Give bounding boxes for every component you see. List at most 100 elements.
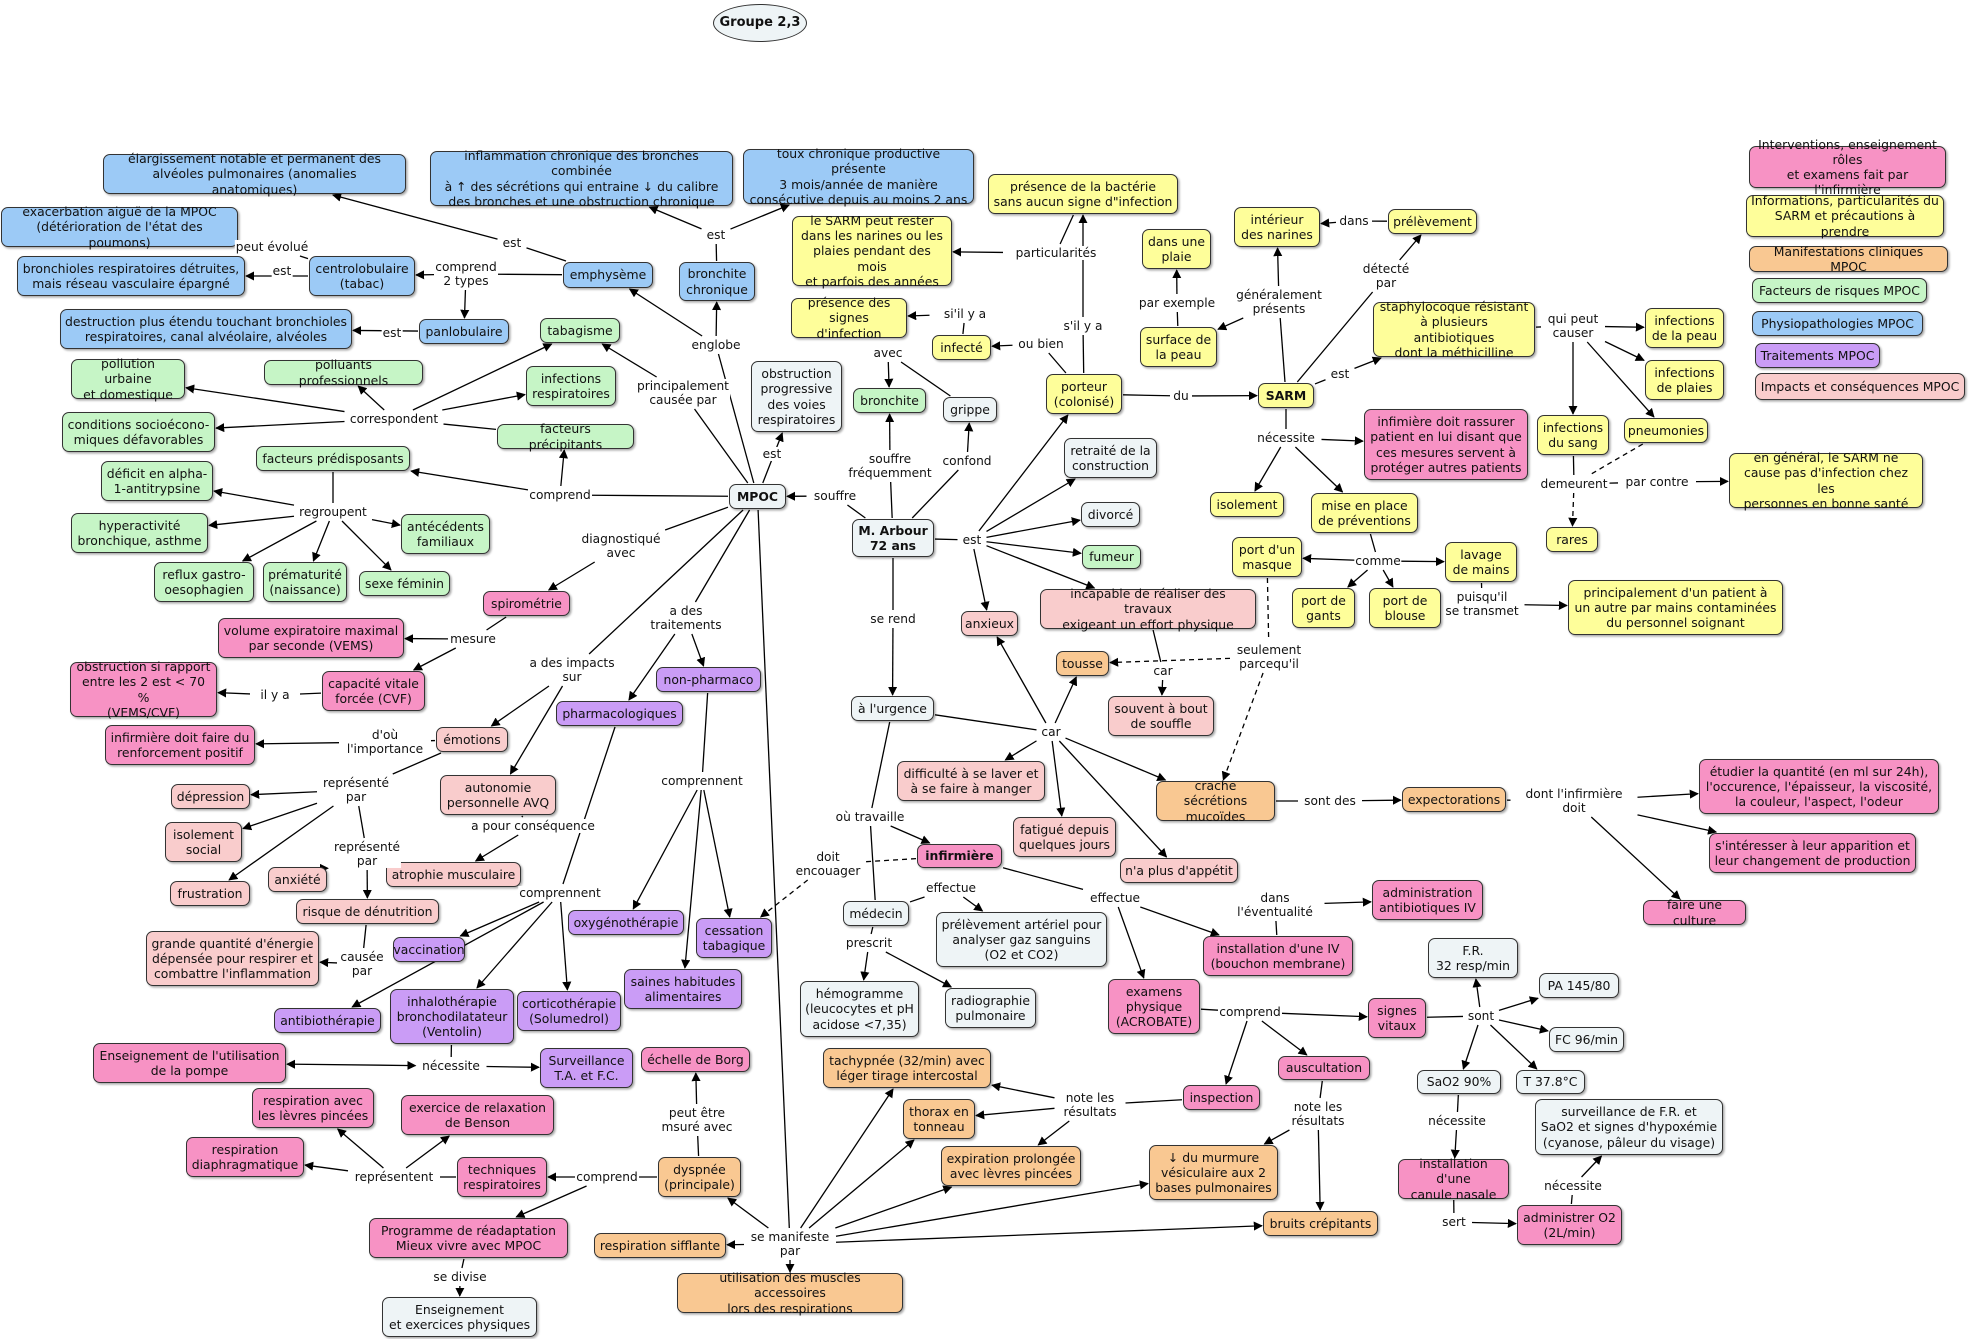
node-panlobulaire[interactable]: panlobulaire: [419, 319, 509, 344]
node-programme[interactable]: Programme de réadaptation Mieux vivre av…: [369, 1218, 568, 1258]
node-elargissement[interactable]: élargissement notable et permanent des a…: [103, 151, 406, 197]
node-obstruction-rapport[interactable]: obstruction si rapport entre les 2 est <…: [70, 659, 217, 720]
node-medecin[interactable]: médecin: [843, 901, 909, 926]
node-reflux[interactable]: reflux gastro- oesophagien: [154, 562, 254, 602]
node-mise-en-place[interactable]: mise en place de préventions: [1311, 493, 1418, 533]
node-deficit[interactable]: déficit en alpha- 1-antitrypsine: [101, 461, 213, 501]
node-anxiete[interactable]: anxiété: [268, 867, 327, 892]
node-exacerbation[interactable]: exacerbation aiguë de la MPOC (détériora…: [1, 204, 238, 250]
node-culture[interactable]: faire une culture: [1643, 897, 1746, 928]
node-isolement[interactable]: isolement: [1210, 492, 1284, 517]
node-enseignement-ex[interactable]: Enseignement et exercices physiques: [382, 1297, 537, 1337]
node-auscultation[interactable]: auscultation: [1278, 1056, 1370, 1080]
node-toux[interactable]: toux chronique productive présente 3 moi…: [743, 146, 974, 207]
node-emphyseme[interactable]: emphysème: [563, 262, 653, 288]
node-inf-peau[interactable]: infections de la peau: [1645, 308, 1724, 348]
node-fr[interactable]: F.R. 32 resp/min: [1428, 938, 1518, 978]
node-leg7[interactable]: Impacts et conséquences MPOC: [1755, 373, 1965, 400]
node-pneumonies[interactable]: pneumonies: [1624, 418, 1708, 443]
node-infections-resp[interactable]: infections respiratoires: [526, 366, 616, 406]
node-admin-antibio[interactable]: administration antibiotiques IV: [1372, 880, 1483, 920]
node-hemogramme[interactable]: hémogramme (leucocytes et pH acidose <7,…: [800, 981, 919, 1037]
node-fatigue[interactable]: fatigué depuis quelques jours: [1013, 817, 1116, 857]
node-pa[interactable]: PA 145/80: [1539, 973, 1619, 998]
node-leg3[interactable]: Manifestations cliniques MPOC: [1749, 244, 1948, 274]
node-staphylo[interactable]: staphylocoque résistant à plusieurs anti…: [1373, 299, 1535, 360]
node-surveillance-ta[interactable]: Surveillance T.A. et F.C.: [540, 1048, 633, 1088]
node-oxygeno[interactable]: oxygénothérapie: [568, 910, 684, 935]
node-expiration[interactable]: expiration prolongée avec lèvres pincées: [941, 1146, 1081, 1186]
node-nappetit[interactable]: n'a plus d'appétit: [1120, 858, 1238, 883]
node-pollution[interactable]: pollution urbaine et domestique: [71, 356, 185, 402]
node-retraite[interactable]: retraité de la construction: [1064, 438, 1157, 478]
node-antecedents[interactable]: antécédents familiaux: [401, 514, 490, 554]
node-prelevement-art[interactable]: prélèvement artériel pour analyser gaz s…: [936, 912, 1107, 967]
node-t[interactable]: T 37.8°C: [1516, 1070, 1585, 1094]
node-obstruction-prog[interactable]: obstruction progressive des voies respir…: [751, 361, 842, 432]
node-principalement[interactable]: principalement d'un patient à un autre p…: [1568, 580, 1783, 635]
node-expectorations[interactable]: expectorations: [1402, 787, 1506, 812]
node-techniques[interactable]: techniques respiratoires: [457, 1157, 547, 1197]
node-lavage[interactable]: lavage de mains: [1445, 542, 1517, 582]
node-echelle-borg[interactable]: échelle de Borg: [641, 1047, 750, 1072]
node-leg4[interactable]: Facteurs de risques MPOC: [1752, 278, 1927, 303]
node-exercice-benson[interactable]: exercice de relaxation de Benson: [401, 1095, 554, 1135]
node-etudier[interactable]: étudier la quantité (en ml sur 24h), l'o…: [1699, 759, 1939, 814]
node-pharmaco[interactable]: pharmacologiques: [556, 701, 683, 726]
node-inflammation[interactable]: inflammation chronique des bronches comb…: [430, 148, 733, 209]
node-dans-plaie[interactable]: dans une plaie: [1142, 229, 1211, 269]
node-incapable[interactable]: incapable de réaliser des travaux exigea…: [1040, 586, 1256, 632]
node-admin-o2[interactable]: administrer O2 (2L/min): [1517, 1205, 1622, 1245]
node-conditions[interactable]: conditions socioécono- miques défavorabl…: [62, 412, 215, 452]
node-installation-iv[interactable]: installation d'une IV (bouchon membrane): [1203, 936, 1353, 976]
node-thorax[interactable]: thorax en tonneau: [903, 1099, 975, 1139]
node-infirmiere-rassurer[interactable]: infimière doit rassurer patient en lui d…: [1364, 409, 1528, 480]
node-signes-vitaux[interactable]: signes vitaux: [1368, 998, 1426, 1038]
node-sarm-narines[interactable]: le SARM peut rester dans les narines ou …: [792, 213, 952, 289]
node-surveillance-fr[interactable]: surveillance de F.R. et SaO2 et signes d…: [1535, 1099, 1723, 1155]
node-fumeur[interactable]: fumeur: [1082, 545, 1141, 569]
node-isolement-social[interactable]: isolement social: [165, 822, 242, 862]
node-crache[interactable]: crache sécrétions mucoïdes: [1156, 778, 1275, 824]
node-title[interactable]: Groupe 2,3: [713, 4, 807, 42]
node-bronchite-chr[interactable]: bronchite chronique: [679, 262, 755, 301]
node-precipitants[interactable]: facteurs précipitants: [497, 421, 634, 452]
node-dyspnee[interactable]: dyspnée (principale): [658, 1157, 741, 1197]
node-frustration[interactable]: frustration: [170, 881, 250, 906]
node-muscles[interactable]: utilisation des muscles accessoires lors…: [677, 1270, 903, 1316]
node-risque-denut[interactable]: risque de dénutrition: [296, 899, 439, 924]
node-urgence[interactable]: à l'urgence: [851, 696, 934, 721]
node-tabagisme[interactable]: tabagisme: [540, 318, 620, 343]
node-emotions[interactable]: émotions: [436, 727, 508, 752]
node-interieur[interactable]: intérieur des narines: [1234, 207, 1320, 247]
node-prematurite[interactable]: prématurité (naissance): [263, 562, 347, 602]
node-prelevement[interactable]: prélèvement: [1388, 209, 1477, 234]
node-presence-signes[interactable]: présence des signes d'infection: [791, 295, 907, 341]
node-vems[interactable]: volume expiratoire maximal par seconde (…: [218, 618, 404, 658]
node-grippe[interactable]: grippe: [943, 397, 997, 422]
node-antibiotherapie[interactable]: antibiothérapie: [274, 1008, 381, 1033]
node-port-masque[interactable]: port d'un masque: [1232, 537, 1302, 577]
node-nonpharmaco[interactable]: non-pharmaco: [656, 667, 761, 692]
node-rares[interactable]: rares: [1546, 527, 1598, 552]
node-bronchioles[interactable]: bronchioles respiratoires détruites, mai…: [17, 256, 245, 296]
node-infecte[interactable]: infecté: [932, 335, 991, 360]
node-crepitants[interactable]: bruits crépitants: [1263, 1211, 1378, 1236]
node-porteur[interactable]: porteur (colonisé): [1046, 374, 1122, 414]
node-hyperactivite[interactable]: hyperactivité bronchique, asthme: [71, 513, 208, 553]
node-sao2[interactable]: SaO2 90%: [1417, 1070, 1501, 1094]
node-tachypnee[interactable]: tachypnée (32/min) avec léger tirage int…: [823, 1048, 991, 1088]
node-enseignement-pompe[interactable]: Enseignement de l'utilisation de la pomp…: [93, 1043, 286, 1083]
node-vaccination[interactable]: vaccination: [393, 937, 465, 962]
node-bronchite[interactable]: bronchite: [853, 388, 926, 413]
node-leg6[interactable]: Traitements MPOC: [1755, 343, 1880, 368]
node-port-gants[interactable]: port de gants: [1292, 588, 1355, 628]
node-port-blouse[interactable]: port de blouse: [1369, 588, 1441, 628]
node-difficulte[interactable]: difficulté à se laver et à se faire à ma…: [897, 761, 1045, 801]
node-spirometrie[interactable]: spirométrie: [483, 591, 570, 616]
node-inspection[interactable]: inspection: [1183, 1085, 1260, 1110]
node-polluants[interactable]: polluants professionnels: [264, 357, 423, 388]
node-cessation[interactable]: cessation tabagique: [696, 918, 772, 958]
node-sinteresser[interactable]: s'intéresser à leur apparition et leur c…: [1709, 833, 1916, 873]
node-infirmiere[interactable]: infirmière: [917, 844, 1002, 868]
